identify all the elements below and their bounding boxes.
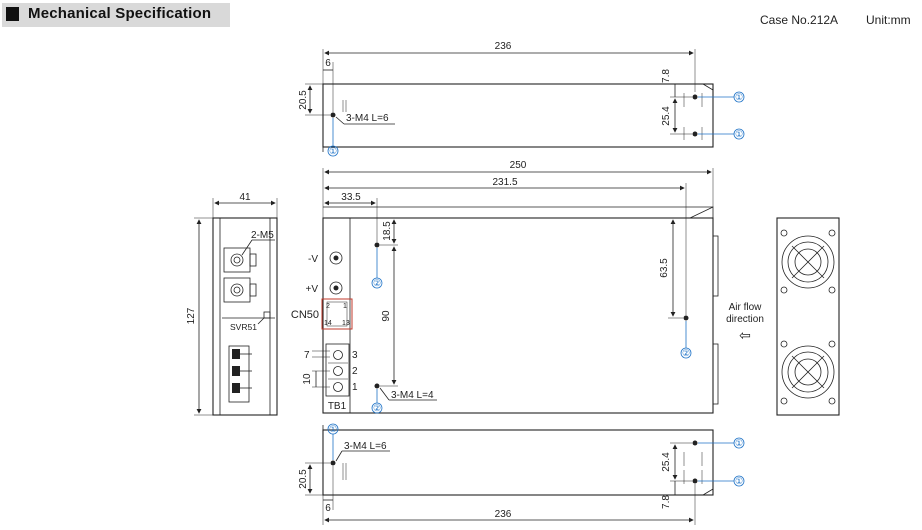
front-marker-right: ② — [682, 348, 690, 358]
page-title: Mechanical Specification — [28, 5, 212, 22]
svr51-trimmer — [263, 311, 271, 319]
tb1-pin-3: 3 — [352, 350, 358, 361]
front-dim-vertical: 90 — [381, 310, 392, 322]
airflow-label: Air flow direction ⇦ — [726, 302, 764, 343]
front-marker-top: ② — [373, 278, 381, 288]
fan-view — [776, 217, 840, 416]
top-view-body — [322, 83, 714, 148]
tb1-block — [325, 343, 350, 397]
unit-label: Unit:mm — [866, 13, 911, 27]
top-marker-left: ① — [329, 146, 337, 156]
terminal-panel — [322, 217, 351, 414]
cn50-pin-13: 13 — [342, 320, 350, 327]
side-dim-width: 41 — [239, 192, 251, 203]
cn50-pin-1: 1 — [343, 303, 347, 310]
label-minus-v: -V — [308, 254, 318, 265]
top-view-right-chamfer — [702, 83, 714, 147]
bottom-dim-height: 20.5 — [298, 469, 309, 489]
fan-edge-upper — [712, 235, 719, 297]
front-screw-hole-top — [374, 242, 380, 248]
bottom-dim-pitch: 25.4 — [661, 452, 672, 472]
fan-grill-upper — [781, 235, 835, 289]
bottom-screw-hole-left — [330, 460, 336, 466]
pitch-7: 7 — [304, 350, 310, 361]
front-view-body — [322, 217, 714, 414]
side-terminal-block — [228, 345, 250, 403]
cn50-highlight — [321, 298, 353, 330]
terminal-minus-v — [329, 251, 343, 265]
front-screw-note: 3-M4 L=4 — [391, 390, 434, 401]
front-screw-hole-right — [683, 315, 689, 321]
front-dim-top: 18.5 — [382, 221, 393, 241]
top-dim-length: 236 — [495, 41, 512, 52]
cn50-pin-2: 2 — [326, 303, 330, 310]
tb1-pin-1: 1 — [352, 382, 358, 393]
side-screw-note: 2-M5 — [251, 230, 274, 241]
top-marker-right-lower: ① — [735, 129, 743, 139]
bottom-screw-hole-right-upper — [692, 440, 698, 446]
bottom-screw-hole-right-lower — [692, 478, 698, 484]
header-square-icon — [6, 7, 19, 21]
bottom-marker-right-upper: ① — [735, 438, 743, 448]
fan-edge-lower — [712, 343, 719, 405]
bottom-view: 236 6 20.5 25.4 7.8 3-M4 L=6 ① ① ① — [298, 423, 745, 525]
bottom-marker-left: ① — [329, 424, 337, 434]
fan-grill-lower — [781, 345, 835, 399]
cn50-pin-14: 14 — [324, 320, 332, 327]
cn50-connector — [326, 301, 348, 327]
side-view: 41 127 2-M5 SVR51 — [186, 192, 278, 416]
top-screw-hole-right-lower — [692, 131, 698, 137]
top-screw-note: 3-M4 L=6 — [346, 113, 389, 124]
label-cn50: CN50 — [291, 309, 319, 321]
case-number: Case No.212A — [760, 13, 839, 27]
airflow-arrow-icon: ⇦ — [739, 327, 751, 343]
front-screw-hole-bottom — [374, 383, 380, 389]
front-dim-left: 33.5 — [341, 192, 361, 203]
terminal-plus-v — [329, 281, 343, 295]
front-dim-holes: 231.5 — [492, 177, 517, 188]
bottom-marker-right-lower: ① — [735, 476, 743, 486]
side-trimmer-label: SVR51 — [230, 322, 257, 332]
fan-view-body — [776, 217, 840, 416]
bottom-dim-length: 236 — [495, 509, 512, 520]
side-view-body — [212, 217, 278, 416]
top-view: 236 6 20.5 7.8 25.4 3-M4 L=6 ① ① ① — [298, 41, 745, 157]
front-dim-right: 63.5 — [659, 258, 670, 278]
top-screw-hole-right-upper — [692, 94, 698, 100]
top-dim-pitch: 25.4 — [661, 106, 672, 126]
tb1-pin-2: 2 — [352, 366, 358, 377]
top-dim-edge: 7.8 — [661, 69, 672, 83]
label-plus-v: +V — [305, 284, 318, 295]
bottom-dim-offset: 6 — [325, 503, 331, 514]
pitch-10: 10 — [302, 373, 313, 385]
label-tb1: TB1 — [328, 401, 347, 412]
header-bar — [2, 3, 230, 27]
bottom-screw-note: 3-M4 L=6 — [344, 441, 387, 452]
side-dim-height: 127 — [186, 307, 197, 324]
top-dim-height: 20.5 — [298, 90, 309, 110]
top-dim-offset: 6 — [325, 58, 331, 69]
front-marker-bottom: ② — [373, 403, 381, 413]
airflow-line2: direction — [726, 314, 764, 325]
bottom-dim-edge: 7.8 — [661, 495, 672, 509]
top-screw-hole-left — [330, 112, 336, 118]
airflow-line1: Air flow — [729, 302, 763, 313]
front-view: 2 1 14 13 3 2 1 -V +V CN50 TB1 7 10 250 — [291, 160, 719, 414]
top-marker-right-upper: ① — [735, 92, 743, 102]
front-dim-overall: 250 — [510, 160, 527, 171]
bottom-view-body — [322, 429, 714, 496]
